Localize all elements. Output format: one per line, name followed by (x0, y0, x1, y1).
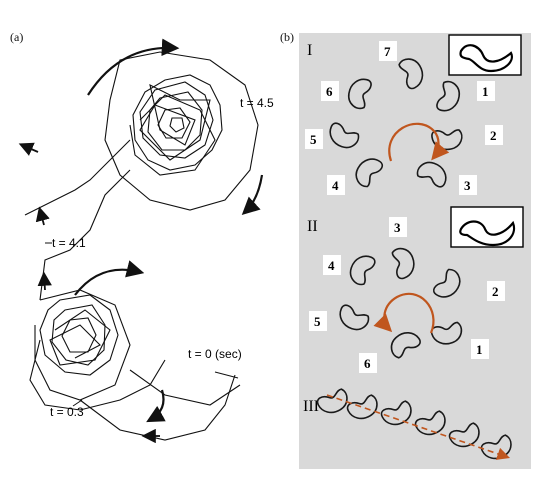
label-box: 5 (305, 129, 323, 149)
row-II-number: 5 (314, 314, 321, 329)
row-II-number: 1 (476, 342, 483, 357)
label-box: 2 (485, 125, 503, 145)
row-I-number: 2 (490, 128, 497, 143)
row-I-label: I (307, 42, 312, 59)
reference-shape-II (450, 206, 524, 248)
reference-shape-I (448, 34, 522, 76)
row-II-number: 4 (328, 258, 335, 273)
row-I-number: 6 (326, 84, 333, 99)
label-box: 4 (323, 255, 341, 275)
row-I-number: 1 (482, 84, 489, 99)
panel-b-label: (b) (280, 30, 294, 44)
annotation-t-0-3: t = 0.3 (50, 405, 84, 419)
rotation-arrow-II (373, 292, 435, 334)
label-box: 1 (471, 339, 489, 359)
rotation-arrow-I (388, 122, 450, 162)
row-II-label: II (307, 218, 318, 235)
annotation-t-0: t = 0 (sec) (188, 347, 242, 361)
annotation-t-4-5: t = 4.5 (240, 96, 274, 110)
row-II-number: 2 (492, 284, 499, 299)
label-box: 6 (359, 353, 377, 373)
label-box: 3 (459, 175, 477, 195)
label-box: 4 (327, 175, 345, 195)
translation-arrow-III (326, 394, 511, 460)
label-box: 6 (321, 81, 339, 101)
direction-arrows (18, 142, 160, 444)
trajectory-plot: t = 4.5 t = 4.1 t = 0 (sec) t = 0.3 (18, 38, 274, 444)
frames-panel: I 7 6 1 5 2 4 3 II 3 4 2 5 1 6 III (299, 33, 531, 469)
label-box: 2 (487, 281, 505, 301)
row-III-label: III (303, 398, 319, 415)
row-I-number: 7 (384, 44, 391, 59)
label-box: 7 (379, 41, 397, 61)
label-box: 1 (477, 81, 495, 101)
row-II-number: 3 (394, 220, 401, 235)
rotation-arrows (74, 38, 264, 423)
lower-loop-cluster (29, 289, 241, 441)
row-I-number: 5 (310, 132, 317, 147)
panel-a-label: (a) (10, 30, 24, 44)
row-II-number: 6 (364, 356, 371, 371)
upper-loop-cluster (24, 51, 259, 301)
label-box: 5 (309, 311, 327, 331)
annotation-t-4-1: t = 4.1 (52, 236, 86, 250)
row-I-number: 3 (464, 178, 471, 193)
label-box: 3 (389, 217, 407, 237)
row-I-number: 4 (332, 178, 339, 193)
